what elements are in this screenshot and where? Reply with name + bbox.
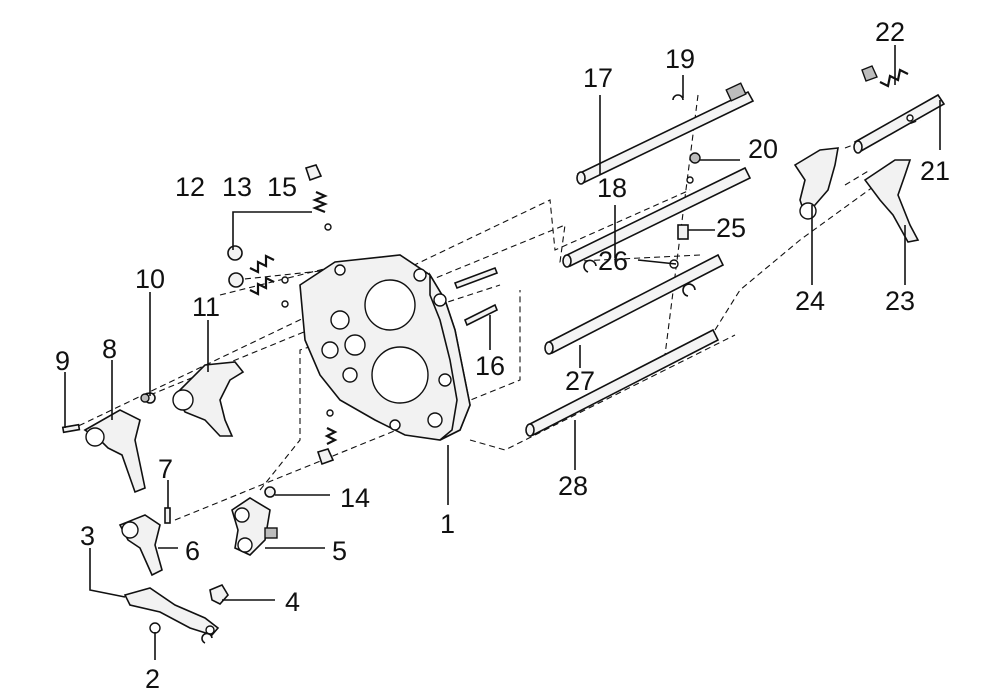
callout-23: 23 [885, 286, 915, 316]
leader-lines [64, 45, 941, 660]
callout-9: 9 [55, 346, 70, 376]
callout-6: 6 [185, 536, 200, 566]
shift-rod-21 [853, 93, 946, 154]
detent-19 [672, 94, 684, 101]
callout-4: 4 [285, 587, 300, 617]
shift-fork-24 [793, 147, 839, 220]
callout-17: 17 [583, 63, 613, 93]
shift-lever-5 [231, 497, 278, 556]
callout-3: 3 [80, 521, 95, 551]
callout-14: 14 [340, 483, 370, 513]
callout-25: 25 [716, 213, 746, 243]
callout-28: 28 [558, 471, 588, 501]
pin-9 [61, 423, 81, 434]
callout-10: 10 [135, 264, 165, 294]
circlip-2 [149, 622, 161, 634]
callout-18: 18 [597, 173, 627, 203]
callout-21: 21 [920, 156, 950, 186]
callout-24: 24 [795, 286, 825, 316]
pin-25 [677, 224, 689, 240]
shift-fork-8 [83, 409, 146, 494]
spring-13 [227, 245, 289, 308]
gearcase-housing [299, 254, 471, 441]
callout-27: 27 [565, 366, 595, 396]
callout-15: 15 [267, 172, 297, 202]
callout-22: 22 [875, 17, 905, 47]
ball-20 [686, 152, 701, 184]
callout-19: 19 [665, 44, 695, 74]
bolt-16 [453, 266, 499, 327]
callout-26: 26 [598, 246, 628, 276]
callout-labels: 1 2 3 4 5 6 7 8 9 10 11 12 13 14 15 16 1… [55, 17, 950, 694]
callout-16: 16 [475, 351, 505, 381]
pin-7 [164, 507, 171, 524]
callout-12: 12 [175, 172, 205, 202]
plug-14 [264, 486, 276, 498]
callout-7: 7 [158, 454, 173, 484]
spring-lower [316, 409, 338, 466]
spring-15 [304, 164, 332, 231]
pin-4 [209, 583, 229, 605]
callout-20: 20 [748, 134, 778, 164]
shift-fork-23 [863, 159, 920, 243]
shift-rod-17 [576, 82, 755, 185]
shift-rod-18 [562, 166, 752, 268]
callout-2: 2 [145, 664, 160, 694]
shift-rod-28 [525, 328, 720, 437]
callout-8: 8 [102, 334, 117, 364]
callout-1: 1 [440, 509, 455, 539]
callout-13: 13 [222, 172, 252, 202]
callout-5: 5 [332, 536, 347, 566]
shift-fork-11 [172, 361, 245, 437]
callout-11: 11 [192, 292, 220, 322]
bolt-10 [140, 392, 156, 404]
shift-arm-3 [123, 587, 220, 636]
shift-rod-27 [544, 253, 725, 355]
spring-22 [861, 65, 914, 122]
shift-lever-6 [118, 514, 163, 577]
circlips [201, 259, 696, 644]
